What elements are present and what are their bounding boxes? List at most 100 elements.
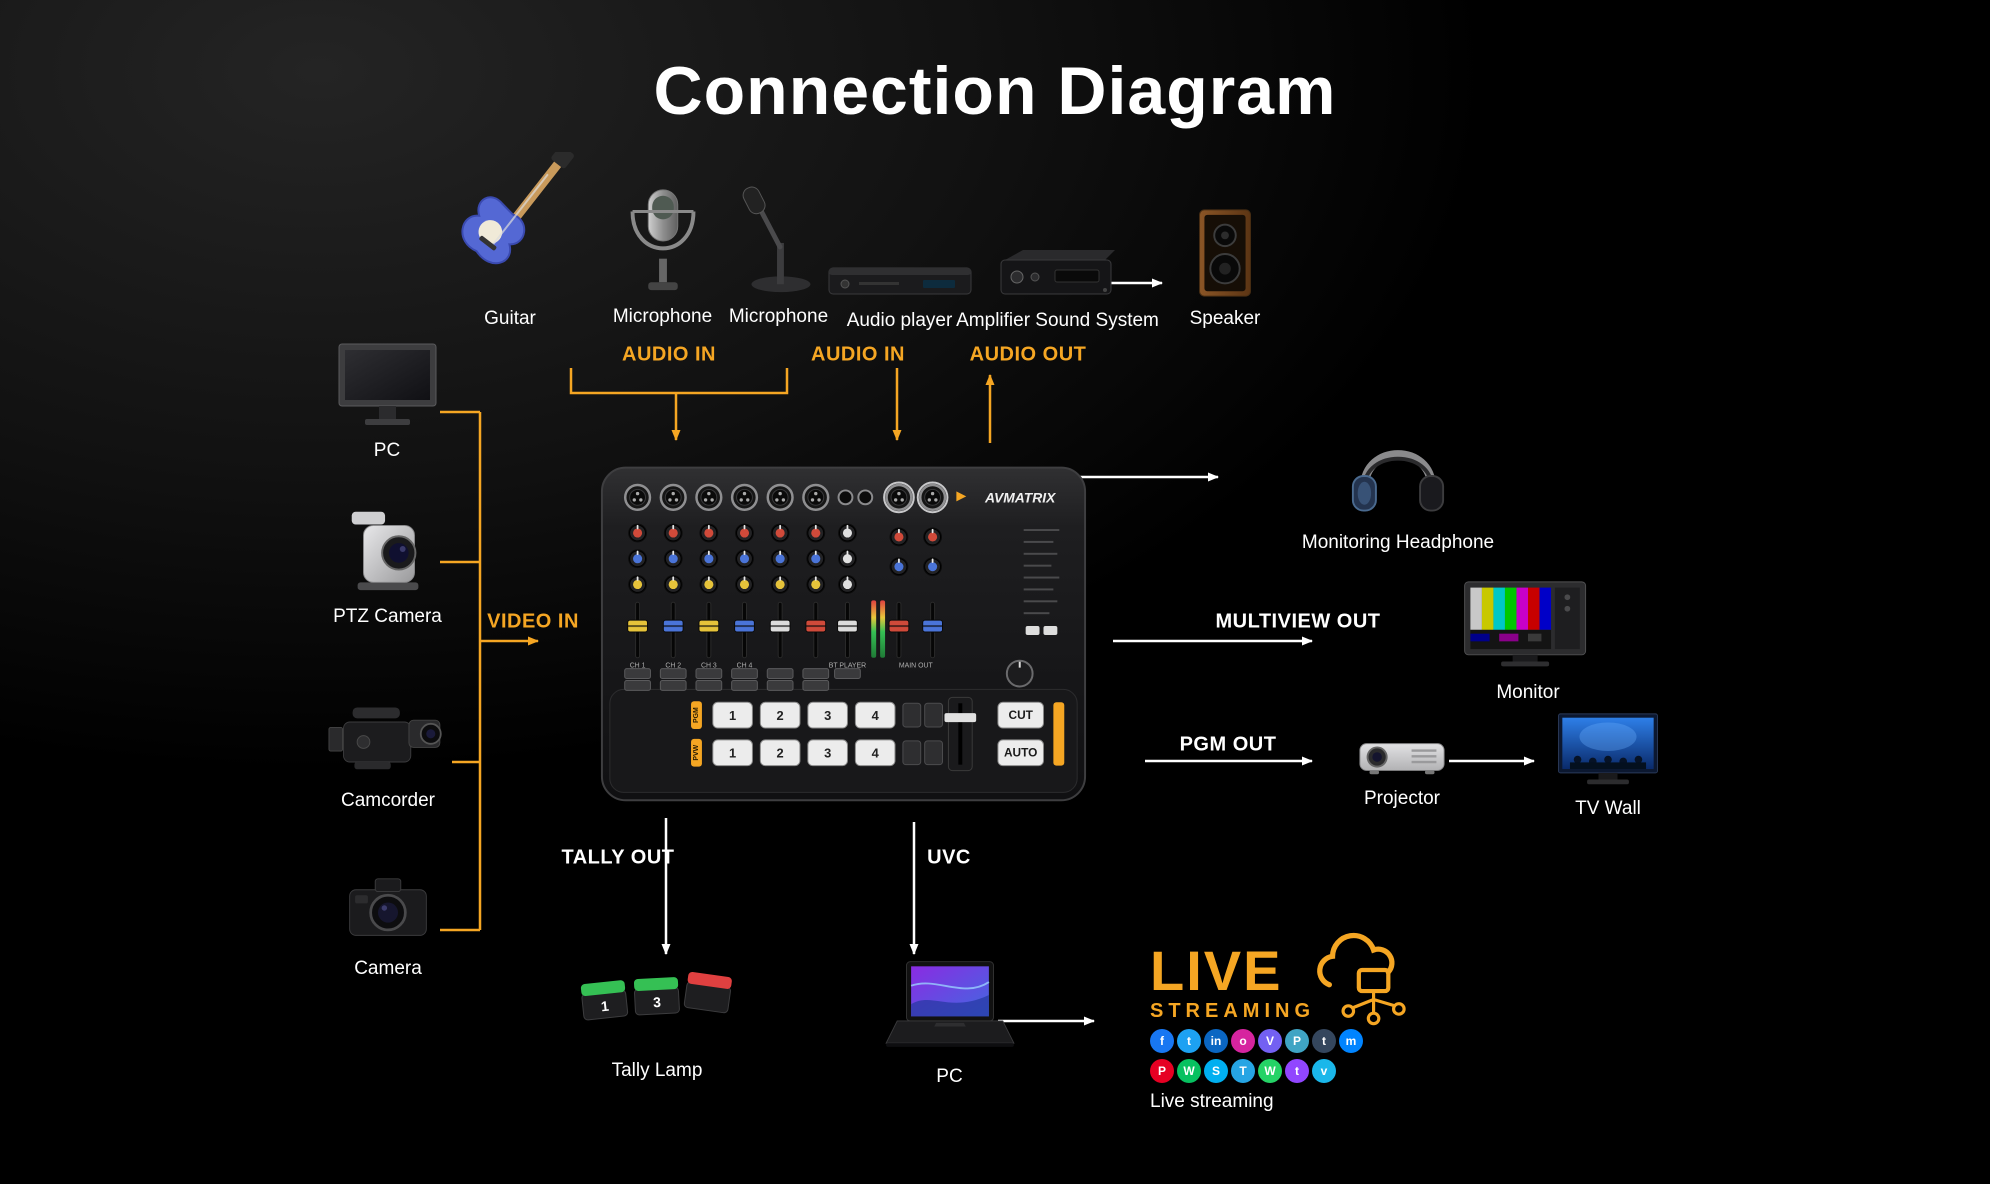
mixer-ch2-label: CH 2 bbox=[665, 663, 681, 670]
mixer-pgm-strip: PGM bbox=[693, 707, 700, 723]
auto-button: AUTO bbox=[1004, 746, 1037, 760]
laptop-icon bbox=[884, 961, 1015, 1047]
tally-number-2: 3 bbox=[652, 994, 661, 1010]
white-arrows bbox=[661, 278, 1535, 1026]
node-tally-lamp: 1 3 Tally Lamp bbox=[572, 950, 742, 1082]
cut-button: CUT bbox=[1009, 708, 1034, 722]
vimeo-icon: v bbox=[1312, 1059, 1336, 1084]
twitter-icon: t bbox=[1177, 1029, 1201, 1054]
node-camera: Camera bbox=[333, 866, 443, 980]
monitor-label: Monitor bbox=[1496, 682, 1560, 703]
tally-lamp-icon: 1 3 bbox=[580, 971, 732, 1021]
audio-player-icon bbox=[828, 267, 971, 295]
mixer-illustration: AVMATRIX CH 1 CH 2 CH 3 CH 4 BT PLAYER M… bbox=[600, 466, 1087, 802]
amplifier-label: Amplifier Sound System bbox=[956, 310, 1159, 331]
telegram-icon: T bbox=[1231, 1059, 1255, 1084]
audio-out-label: AUDIO OUT bbox=[969, 343, 1087, 366]
tally-lamp-label: Tally Lamp bbox=[611, 1060, 703, 1081]
pvw-button-1: 1 bbox=[729, 746, 736, 761]
twitch-icon: t bbox=[1285, 1059, 1309, 1084]
node-camcorder: Camcorder bbox=[318, 702, 458, 812]
node-pc-stream: PC bbox=[872, 958, 1027, 1088]
pgm-button-2: 2 bbox=[777, 708, 784, 723]
periscope-icon: P bbox=[1285, 1029, 1309, 1054]
headphone-icon bbox=[1351, 450, 1445, 512]
node-microphone-studio: Microphone bbox=[600, 182, 725, 328]
mixer-bt-player-label: BT PLAYER bbox=[829, 663, 866, 670]
desk-microphone-icon bbox=[742, 186, 811, 293]
instagram-icon: o bbox=[1231, 1029, 1255, 1054]
projector-label: Projector bbox=[1363, 788, 1441, 809]
social-icons-row1: f t in o V P t m bbox=[1150, 1029, 1450, 1054]
node-monitor: Monitor bbox=[1458, 578, 1598, 704]
node-speaker: Speaker bbox=[1175, 206, 1275, 330]
node-guitar: Guitar bbox=[425, 152, 595, 330]
ptz-camera-label: PTZ Camera bbox=[333, 606, 442, 627]
audio-player-label: Audio player bbox=[846, 310, 953, 331]
node-audio-player: Audio player bbox=[822, 258, 977, 332]
multiview-out-label: MULTIVIEW OUT bbox=[1215, 610, 1381, 633]
node-microphone-desk: Microphone bbox=[716, 182, 841, 328]
guitar-label: Guitar bbox=[484, 308, 536, 329]
microphone-desk-label: Microphone bbox=[728, 306, 829, 327]
node-pc-source: PC bbox=[332, 340, 442, 462]
whatsapp-icon: W bbox=[1258, 1059, 1282, 1084]
microphone-studio-label: Microphone bbox=[612, 306, 713, 327]
live-streaming-block: LIVE STREAMING f t in o V P t m P W S bbox=[1150, 932, 1450, 1113]
speaker-label: Speaker bbox=[1189, 308, 1261, 329]
monitoring-headphone-label: Monitoring Headphone bbox=[1301, 532, 1495, 553]
tumblr-icon: t bbox=[1312, 1029, 1336, 1054]
linkedin-icon: in bbox=[1204, 1029, 1228, 1054]
mixer-ch1-label: CH 1 bbox=[630, 663, 646, 670]
mixer-ch3-label: CH 3 bbox=[701, 663, 717, 670]
camcorder-icon bbox=[328, 707, 442, 770]
node-projector: Projector bbox=[1352, 736, 1452, 810]
node-ptz-camera: PTZ Camera bbox=[325, 500, 450, 628]
uvc-label: UVC bbox=[927, 846, 971, 869]
video-in-label: VIDEO IN bbox=[487, 610, 579, 633]
node-monitoring-headphone: Monitoring Headphone bbox=[1302, 428, 1494, 554]
audio-in-label-2: AUDIO IN bbox=[811, 343, 905, 366]
camcorder-label: Camcorder bbox=[341, 790, 435, 811]
orange-arrows bbox=[440, 368, 995, 932]
tv-wall-label: TV Wall bbox=[1575, 798, 1641, 819]
mixer-main-out-label: MAIN OUT bbox=[899, 663, 934, 670]
viber-icon: V bbox=[1258, 1029, 1282, 1054]
facebook-icon: f bbox=[1150, 1029, 1174, 1054]
pvw-button-3: 3 bbox=[824, 746, 831, 761]
pc-source-label: PC bbox=[373, 440, 401, 461]
live-streaming-label: Live streaming bbox=[1150, 1091, 1274, 1113]
node-amplifier: Amplifier Sound System bbox=[956, 246, 1159, 332]
camera-label: Camera bbox=[354, 958, 422, 979]
skype-icon: S bbox=[1204, 1059, 1228, 1084]
audio-in-label-1: AUDIO IN bbox=[622, 343, 716, 366]
streaming-logo-text: STREAMING bbox=[1150, 1000, 1315, 1023]
social-icons-row2: P W S T W t v bbox=[1150, 1059, 1450, 1084]
tv-wall-icon bbox=[1558, 713, 1658, 785]
guitar-icon bbox=[461, 152, 574, 265]
ptz-camera-icon bbox=[351, 511, 418, 591]
speaker-icon bbox=[1199, 209, 1251, 297]
desktop-pc-icon bbox=[338, 343, 436, 425]
tally-out-label: TALLY OUT bbox=[561, 846, 675, 869]
mixer-ch4-label: CH 4 bbox=[737, 663, 753, 670]
pinterest-icon: P bbox=[1150, 1059, 1174, 1084]
tally-number-1: 1 bbox=[600, 998, 610, 1015]
pvw-button-2: 2 bbox=[777, 746, 784, 761]
node-tv-wall: TV Wall bbox=[1548, 712, 1668, 820]
dslr-camera-icon bbox=[349, 878, 427, 936]
pgm-button-3: 3 bbox=[824, 708, 831, 723]
cloud-network-icon bbox=[1317, 932, 1406, 1026]
broadcast-monitor-icon bbox=[1464, 581, 1587, 667]
mixer-pvw-strip: PVW bbox=[693, 744, 700, 760]
pc-stream-label: PC bbox=[936, 1066, 963, 1087]
messenger-icon: m bbox=[1339, 1029, 1363, 1054]
mixer-brand: AVMATRIX bbox=[984, 489, 1056, 505]
pvw-button-4: 4 bbox=[872, 746, 880, 761]
pgm-button-1: 1 bbox=[729, 708, 736, 723]
video-audio-mixer: AVMATRIX CH 1 CH 2 CH 3 CH 4 BT PLAYER M… bbox=[596, 452, 1091, 817]
page-title: Connection Diagram bbox=[653, 53, 1337, 129]
wechat-icon: W bbox=[1177, 1059, 1201, 1084]
